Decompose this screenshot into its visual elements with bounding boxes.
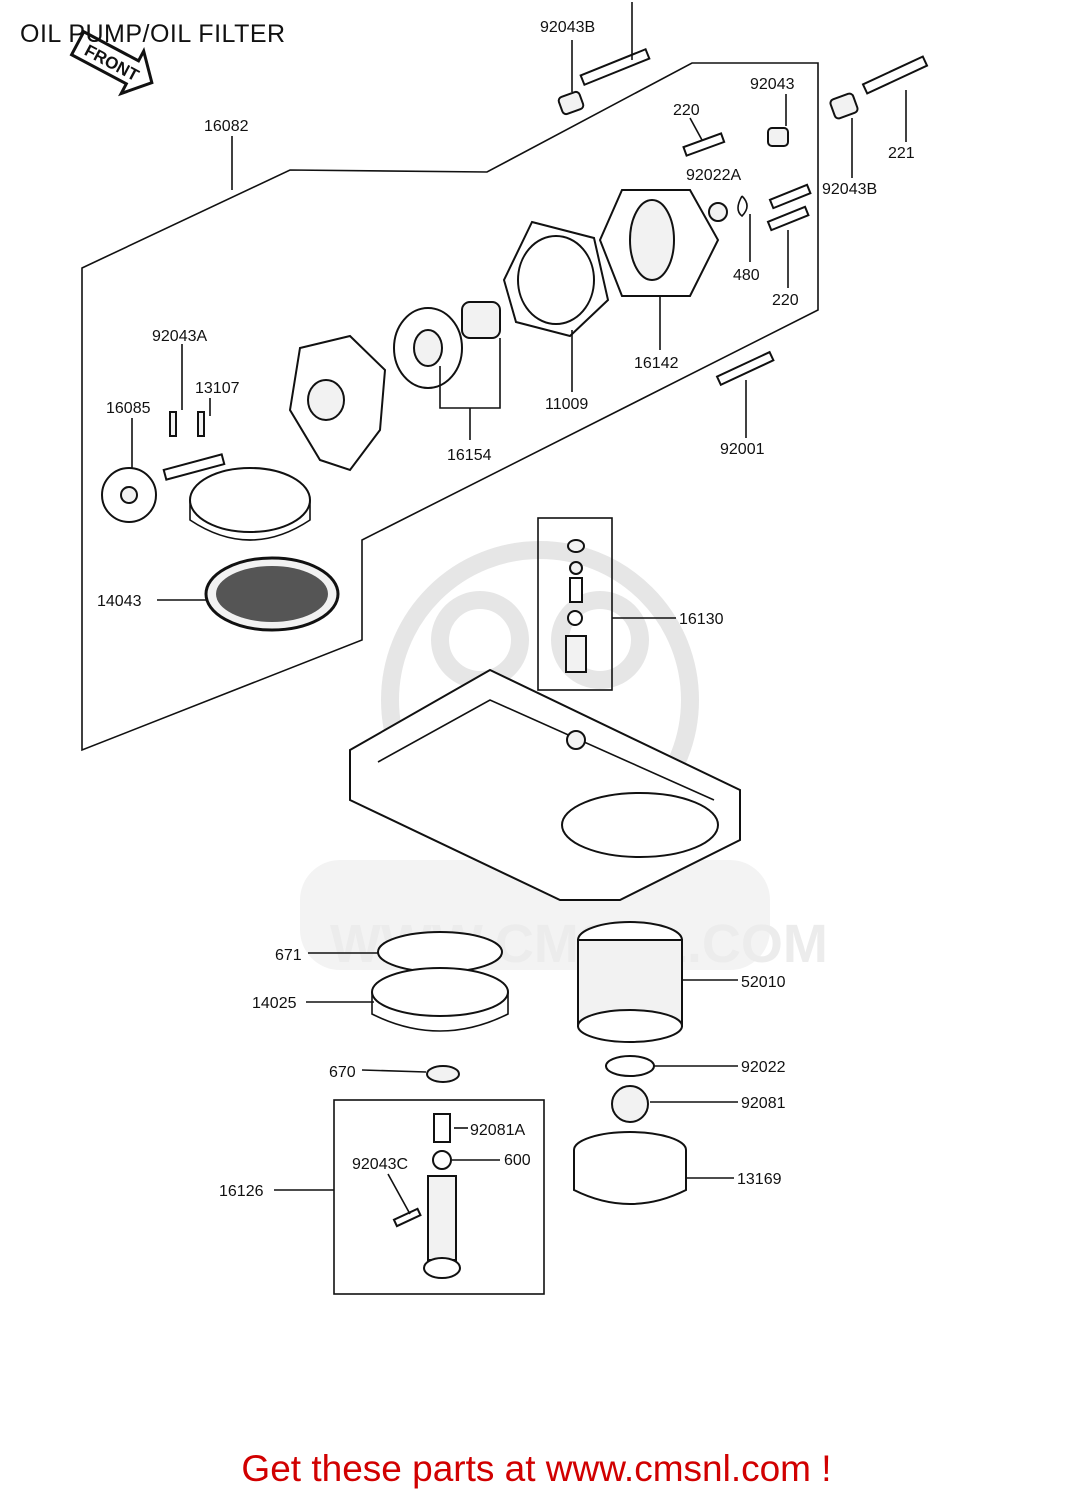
pump-assembly-boundary	[81, 62, 819, 752]
label-92081: 92081	[741, 1095, 786, 1112]
label-92043c: 92043C	[352, 1156, 408, 1173]
label-221-right: 221	[888, 145, 915, 162]
footer-link[interactable]: Get these parts at www.cmsnl.com !	[241, 1448, 832, 1489]
label-92001: 92001	[720, 441, 765, 458]
label-92043b-right: 92043B	[822, 181, 877, 198]
oil-pump-parts	[101, 47, 929, 632]
label-14043: 14043	[97, 593, 142, 610]
label-16085: 16085	[106, 400, 151, 417]
relief-valve-box	[537, 517, 613, 691]
relief-valve-parts	[565, 539, 587, 673]
label-220-top: 220	[673, 102, 700, 119]
bypass-valve-parts	[392, 1113, 461, 1279]
label-92022a: 92022A	[686, 167, 741, 184]
label-14025: 14025	[252, 995, 297, 1012]
label-671: 671	[275, 947, 302, 964]
label-13169: 13169	[737, 1171, 782, 1188]
label-92043a: 92043A	[152, 328, 207, 345]
label-670: 670	[329, 1064, 356, 1081]
label-600: 600	[504, 1152, 531, 1169]
label-92043b-top: 92043B	[540, 19, 595, 36]
label-220-right: 220	[772, 292, 799, 309]
label-11009: 11009	[545, 396, 588, 413]
label-480: 480	[733, 267, 760, 284]
label-221-top: 221	[618, 0, 645, 4]
label-52010: 52010	[741, 974, 786, 991]
label-92081a: 92081A	[470, 1122, 525, 1139]
label-92022: 92022	[741, 1059, 786, 1076]
label-13107: 13107	[195, 380, 240, 397]
label-16126: 16126	[219, 1183, 264, 1200]
bypass-valve-box	[333, 1099, 545, 1295]
label-16082: 16082	[204, 118, 249, 135]
label-16142: 16142	[634, 355, 679, 372]
label-16130: 16130	[679, 611, 724, 628]
leader-lines	[131, 2, 907, 1215]
oil-filter-parts	[371, 921, 687, 1205]
label-16154: 16154	[447, 447, 492, 464]
page-title: OIL PUMP/OIL FILTER	[20, 20, 286, 48]
oil-pan	[349, 668, 741, 901]
label-92043: 92043	[750, 76, 795, 93]
